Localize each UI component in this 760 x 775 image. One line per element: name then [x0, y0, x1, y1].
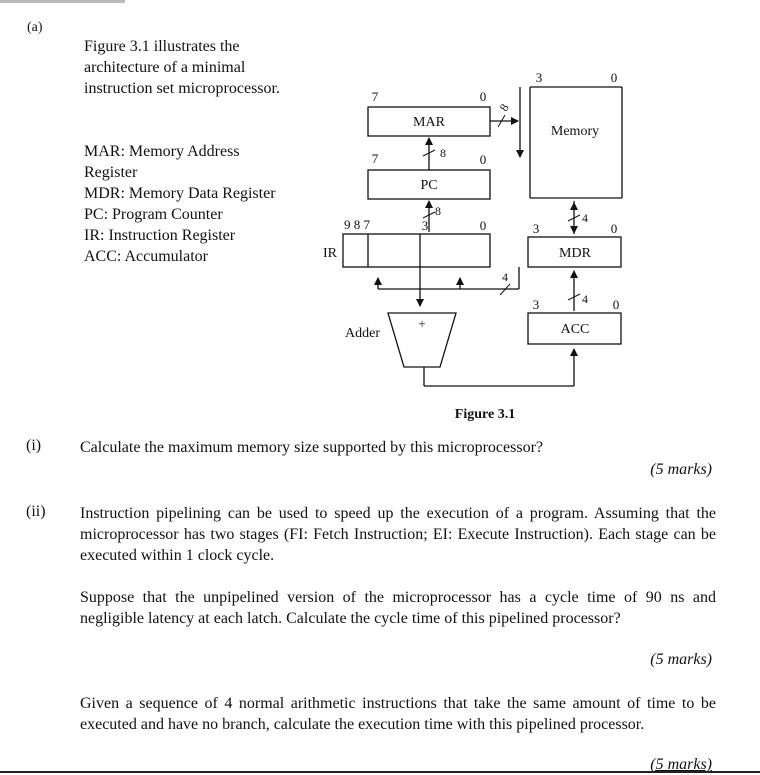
mdr-label: MDR — [559, 246, 592, 261]
pc-bit-lo: 0 — [480, 152, 487, 167]
ir-bit-mid: 3 — [422, 218, 429, 233]
acc-bit-hi: 3 — [533, 297, 540, 312]
pc-bit-hi: 7 — [372, 151, 379, 166]
adder-shape — [387, 312, 457, 368]
definitions-list: MAR: Memory Address Register MDR: Memory… — [84, 141, 284, 267]
pc-label: PC — [420, 178, 437, 193]
memory-bit-lo: 0 — [611, 70, 618, 85]
mar-bit-lo: 0 — [480, 89, 487, 104]
intro-text: Figure 3.1 illustrates the architecture … — [84, 36, 284, 99]
question-1-number: (i) — [26, 437, 42, 454]
figure-caption: Figure 3.1 — [455, 407, 515, 422]
mdr-bus-width: 4 — [502, 270, 508, 284]
memory-bit-hi: 3 — [536, 70, 543, 85]
question-2-number: (ii) — [26, 503, 46, 520]
part-label: (a) — [27, 20, 43, 35]
acc-box — [527, 312, 622, 345]
ir-label: IR — [323, 246, 338, 261]
memory-mdr-arrow-down — [570, 226, 578, 234]
top-edge-bar — [0, 0, 125, 3]
definition-mdr: MDR: Memory Data Register — [84, 185, 276, 202]
mar-bus-slash — [497, 114, 506, 128]
ir-bits-hi: 9 8 7 — [344, 217, 371, 232]
adder-label: Adder — [345, 326, 380, 341]
architecture-diagram: MAR 7 0 8 PC 7 0 8 IR 9 8 7 3 0 8 Memory… — [323, 70, 623, 422]
pc-bus-slash — [422, 149, 436, 157]
acc-label: ACC — [561, 322, 590, 337]
bus-slash — [499, 283, 511, 296]
definition-ir: IR: Instruction Register — [84, 227, 236, 244]
ir-to-pc-width: 8 — [435, 204, 441, 218]
definition-acc: ACC: Accumulator — [84, 248, 208, 265]
mdr-box — [527, 236, 622, 268]
mar-label: MAR — [413, 115, 446, 130]
question-2-paragraph-3: Given a sequence of 4 normal arithmetic … — [80, 695, 716, 733]
memory-mdr-slash — [567, 214, 581, 222]
ir-bit-lo: 0 — [480, 218, 487, 233]
question-2-paragraph-2: Suppose that the unpipelined version of … — [80, 589, 716, 627]
memory-label: Memory — [551, 124, 599, 139]
question-1-text: Calculate the maximum memory size suppor… — [80, 439, 543, 456]
pc-to-mar-width: 8 — [440, 146, 446, 160]
definition-pc: PC: Program Counter — [84, 206, 223, 223]
mdr-bit-lo: 0 — [611, 221, 618, 236]
ir-box — [342, 233, 491, 268]
memory-mdr-arrow-up — [570, 202, 578, 210]
mar-to-memory-width: 8 — [497, 101, 512, 113]
acc-mdr-slash — [567, 293, 581, 301]
ir-bus-slash — [422, 211, 436, 219]
mdr-bit-hi: 3 — [533, 221, 540, 236]
intro-paragraph: Figure 3.1 illustrates the architecture … — [84, 38, 280, 97]
bottom-rule — [0, 771, 760, 773]
question-2-paragraph-1: Instruction pipelining can be used to sp… — [80, 505, 716, 564]
acc-mdr-width: 4 — [582, 292, 588, 306]
mar-bit-hi: 7 — [372, 89, 379, 104]
question-2-marks-2: (5 marks) — [650, 756, 712, 773]
memory-mdr-width: 4 — [582, 211, 588, 225]
question-1-marks: (5 marks) — [650, 461, 712, 478]
question-2-marks-1: (5 marks) — [650, 651, 712, 668]
adder-symbol: + — [418, 316, 425, 331]
acc-bit-lo: 0 — [613, 297, 620, 312]
definition-mar: MAR: Memory Address Register — [84, 143, 240, 181]
